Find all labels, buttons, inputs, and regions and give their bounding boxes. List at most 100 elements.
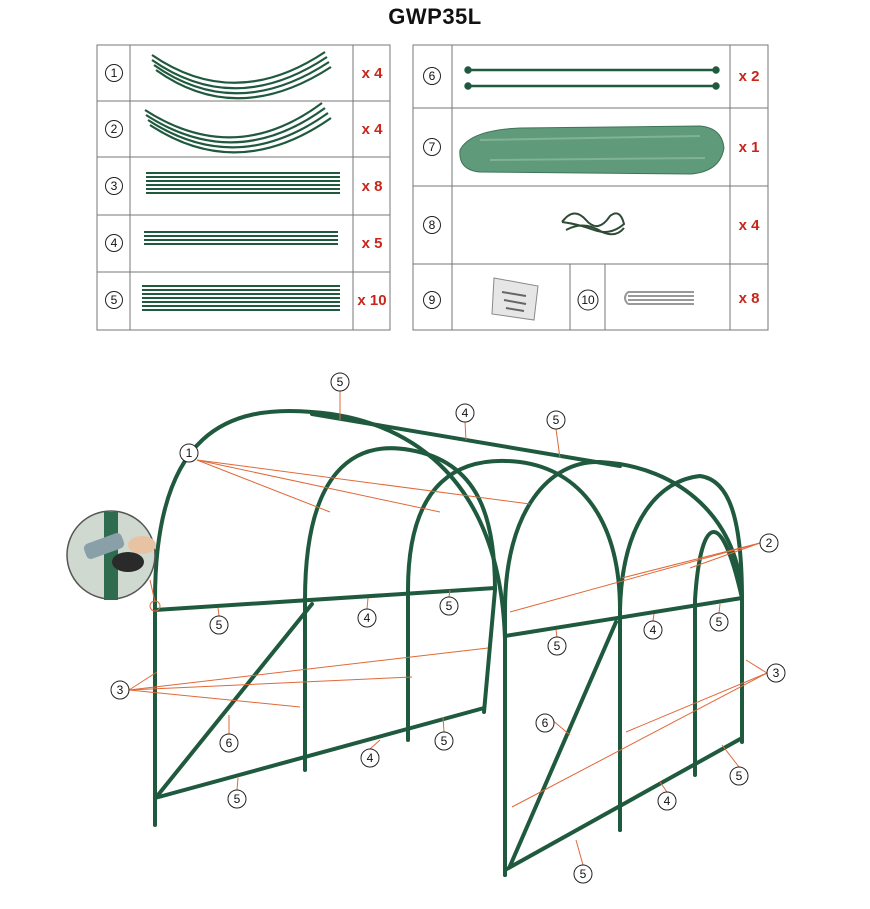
part-number-marker: 3 xyxy=(105,177,123,195)
connector-detail-icon xyxy=(66,510,156,600)
quantity-label: x 4 xyxy=(739,217,761,234)
part-number-label: 4 xyxy=(664,794,671,808)
callout-marker: 4 xyxy=(357,608,377,628)
callout-marker: 5 xyxy=(729,766,749,786)
leader-line xyxy=(128,647,489,691)
callout-marker: 6 xyxy=(535,713,555,733)
part-number-label: 4 xyxy=(367,751,374,765)
part-number-label: 5 xyxy=(716,615,723,629)
leader-line xyxy=(196,459,441,513)
leader-line xyxy=(196,459,531,505)
part-number-label: 9 xyxy=(429,293,436,307)
part-number-label: 4 xyxy=(111,236,118,250)
part-number-label: 4 xyxy=(650,623,657,637)
arch-tubes-icon xyxy=(144,102,332,154)
leader-line xyxy=(196,459,331,513)
leader-line xyxy=(659,781,668,793)
part-number-label: 4 xyxy=(462,406,469,420)
leader-line xyxy=(442,716,445,733)
part-number-label: 6 xyxy=(429,69,436,83)
part-number-label: 5 xyxy=(736,769,743,783)
leader-line xyxy=(575,839,584,866)
part-number-marker: 8 xyxy=(423,216,441,234)
leader-line xyxy=(721,744,740,768)
part-number-label: 4 xyxy=(364,611,371,625)
part-number-label: 5 xyxy=(446,599,453,613)
leader-line xyxy=(509,542,761,613)
quantity-label: x 8 xyxy=(362,178,383,195)
part-number-marker: 9 xyxy=(423,291,441,309)
callout-marker: 1 xyxy=(179,443,199,463)
leader-line xyxy=(511,672,768,808)
callout-marker: 5 xyxy=(547,636,567,656)
callout-marker: 3 xyxy=(766,663,786,683)
guy-rope-icon xyxy=(561,212,626,236)
part-number-label: 6 xyxy=(226,736,233,750)
part-number-label: 1 xyxy=(111,66,118,80)
callout-marker: 4 xyxy=(455,403,475,423)
part-number-label: 3 xyxy=(117,683,124,697)
leader-line xyxy=(555,428,561,459)
callout-marker: 3 xyxy=(110,680,130,700)
part-number-label: 5 xyxy=(216,618,223,632)
callout-marker: 4 xyxy=(360,748,380,768)
leader-line xyxy=(448,589,451,598)
callout-marker: 5 xyxy=(209,615,229,635)
leader-line xyxy=(217,607,220,617)
leader-line xyxy=(366,597,369,610)
callout-marker: 5 xyxy=(546,410,566,430)
leader-line xyxy=(689,542,761,569)
leader-line xyxy=(555,629,558,638)
callout-marker: 2 xyxy=(759,533,779,553)
quantity-label: x 8 xyxy=(739,290,760,307)
part-number-label: 1 xyxy=(186,446,193,460)
part-number-marker: 4 xyxy=(105,234,123,252)
callout-marker: 5 xyxy=(227,789,247,809)
quantity-label: x 1 xyxy=(739,139,760,156)
part-number-label: 5 xyxy=(234,792,241,806)
leader-lines xyxy=(128,391,768,866)
part-number-label: 5 xyxy=(441,734,448,748)
leader-line xyxy=(128,671,158,691)
cover-roll-icon xyxy=(459,125,725,175)
callout-marker: 5 xyxy=(434,731,454,751)
quantity-label: x 4 xyxy=(362,65,384,82)
leader-line xyxy=(464,421,467,441)
quantity-label: x 4 xyxy=(362,121,384,138)
straight-tubes-icon xyxy=(144,231,338,245)
callout-marker: 5 xyxy=(573,864,593,884)
fastener-bag-icon xyxy=(491,277,539,321)
part-number-marker: 10 xyxy=(577,289,599,311)
leader-line xyxy=(652,613,655,622)
leader-line xyxy=(369,739,381,750)
quantity-label: x 2 xyxy=(739,68,760,85)
part-number-label: 2 xyxy=(111,122,118,136)
part-number-label: 10 xyxy=(581,293,595,307)
callout-marker: 5 xyxy=(709,612,729,632)
part-number-marker: 7 xyxy=(423,138,441,156)
ground-pegs-icon xyxy=(624,291,694,305)
part-number-label: 5 xyxy=(337,375,344,389)
callout-marker: 5 xyxy=(439,596,459,616)
part-number-label: 2 xyxy=(766,536,773,550)
part-number-marker: 5 xyxy=(105,291,123,309)
quantity-label: x 10 xyxy=(357,292,386,309)
straight-tubes-icon xyxy=(142,285,340,311)
part-number-label: 6 xyxy=(542,716,549,730)
part-number-label: 3 xyxy=(773,666,780,680)
greenhouse-frame xyxy=(153,408,744,877)
leader-line xyxy=(128,689,301,708)
part-number-label: 8 xyxy=(429,218,436,232)
part-number-label: 3 xyxy=(111,179,118,193)
leader-line xyxy=(625,672,768,733)
straight-tubes-icon xyxy=(146,172,340,194)
page-title: GWP35L xyxy=(388,4,482,29)
part-number-label: 5 xyxy=(111,293,118,307)
part-number-marker: 2 xyxy=(105,120,123,138)
callout-marker: 6 xyxy=(219,733,239,753)
part-number-label: 7 xyxy=(429,140,436,154)
diagonal-brace-icon xyxy=(464,66,720,90)
parts-table-right xyxy=(412,44,769,331)
part-number-marker: 1 xyxy=(105,64,123,82)
